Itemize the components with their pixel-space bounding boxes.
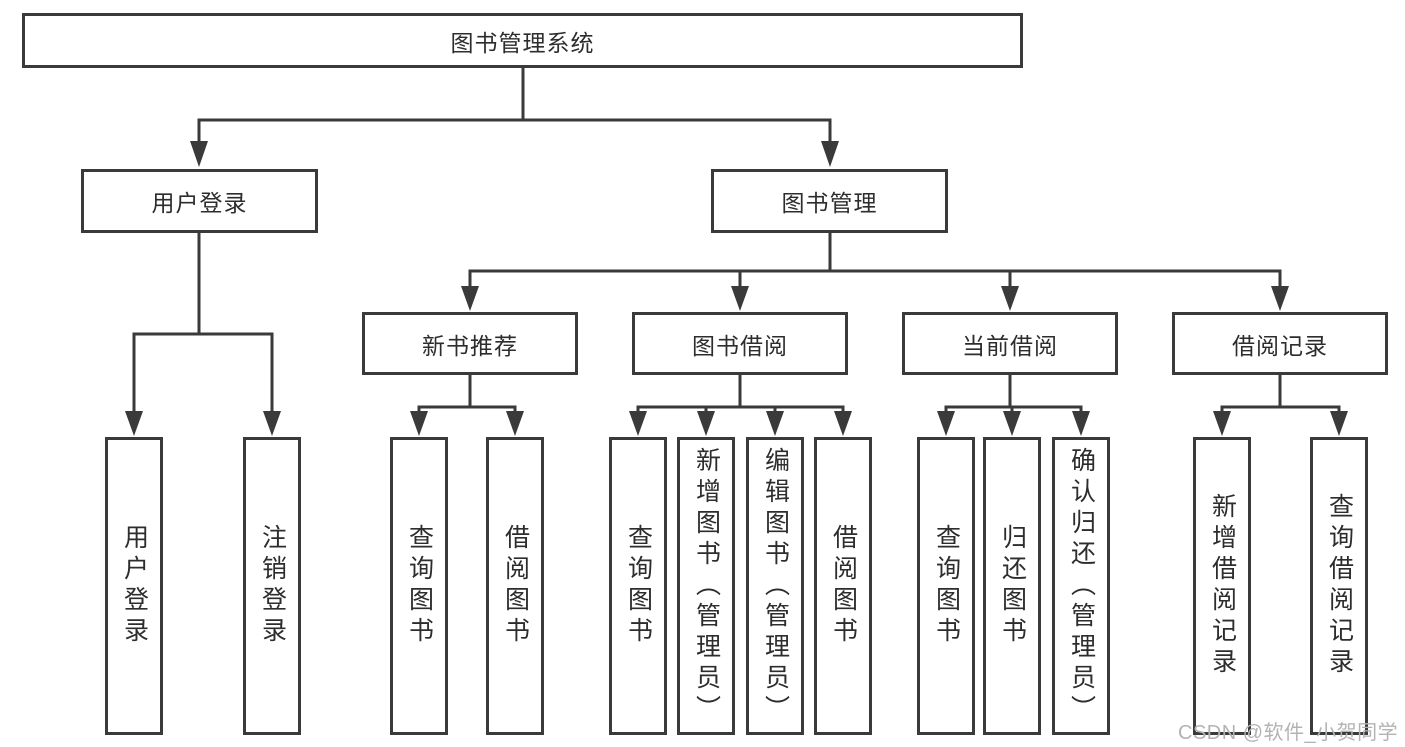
leaf-label: 借阅图书 xyxy=(501,524,530,648)
node-label: 新书推荐 xyxy=(422,332,518,359)
leaf-label: 用户登录 xyxy=(120,524,149,648)
arrowhead xyxy=(410,411,428,436)
node-label: 用户登录 xyxy=(151,190,248,216)
node-borrow-records: 借阅记录 xyxy=(1172,312,1388,375)
leaf-edit-books-admin: 编辑图书（管理员） xyxy=(746,437,804,735)
leaf-borrow-books-2: 借阅图书 xyxy=(814,437,872,735)
leaf-label: 注销登录 xyxy=(258,524,287,648)
arrowhead xyxy=(1001,286,1019,311)
watermark: CSDN @软件_小贺同学 xyxy=(1178,722,1399,744)
leaf-query-books-2: 查询图书 xyxy=(609,437,667,735)
node-new-book-recommend: 新书推荐 xyxy=(362,312,578,375)
node-label: 借阅记录 xyxy=(1232,332,1328,359)
arrowhead xyxy=(937,411,955,436)
node-book-borrow: 图书借阅 xyxy=(632,312,848,375)
leaf-label: 查询图书 xyxy=(405,524,434,648)
leaf-label: 归还图书 xyxy=(998,524,1027,648)
leaf-label: 查询借阅记录 xyxy=(1325,493,1354,679)
leaf-query-books-1: 查询图书 xyxy=(390,437,448,735)
arrowhead xyxy=(766,411,784,436)
leaf-label: 借阅图书 xyxy=(829,524,858,648)
arrowhead xyxy=(263,411,281,436)
arrowhead xyxy=(506,411,524,436)
node-book-management: 图书管理 xyxy=(711,169,948,233)
leaf-add-borrow-record: 新增借阅记录 xyxy=(1193,437,1251,735)
arrowhead xyxy=(1003,411,1021,436)
leaf-query-borrow-record: 查询借阅记录 xyxy=(1310,437,1368,735)
leaf-label: 新增图书（管理员） xyxy=(692,446,721,726)
leaf-label: 编辑图书（管理员） xyxy=(761,446,790,726)
leaf-user-login: 用户登录 xyxy=(105,437,163,735)
leaf-label: 新增借阅记录 xyxy=(1208,493,1237,679)
node-label: 当前借阅 xyxy=(962,332,1058,359)
leaf-label: 查询图书 xyxy=(624,524,653,648)
node-label: 图书管理 xyxy=(781,190,878,216)
arrowhead xyxy=(461,286,479,311)
node-label: 图书借阅 xyxy=(692,332,788,359)
arrowhead xyxy=(1330,411,1348,436)
arrowhead xyxy=(125,411,143,436)
node-root-system: 图书管理系统 xyxy=(22,13,1023,68)
arrowhead xyxy=(190,141,208,167)
leaf-add-books-admin: 新增图书（管理员） xyxy=(677,437,735,735)
arrowhead xyxy=(821,141,839,167)
node-user-login: 用户登录 xyxy=(81,169,318,233)
leaf-query-books-3: 查询图书 xyxy=(917,437,975,735)
leaf-return-books: 归还图书 xyxy=(983,437,1041,735)
arrowhead xyxy=(834,411,852,436)
leaf-label: 查询图书 xyxy=(932,524,961,648)
arrowhead xyxy=(731,286,749,311)
arrowhead xyxy=(697,411,715,436)
node-label: 图书管理系统 xyxy=(450,29,595,56)
arrowhead xyxy=(629,411,647,436)
leaf-borrow-books-1: 借阅图书 xyxy=(486,437,544,735)
arrowhead xyxy=(1213,411,1231,436)
arrowhead xyxy=(1072,411,1090,436)
node-current-borrow: 当前借阅 xyxy=(902,312,1118,375)
leaf-label: 确认归还（管理员） xyxy=(1067,446,1096,726)
arrowhead xyxy=(1271,286,1289,311)
leaf-logout: 注销登录 xyxy=(243,437,301,735)
leaf-confirm-return-admin: 确认归还（管理员） xyxy=(1052,437,1110,735)
